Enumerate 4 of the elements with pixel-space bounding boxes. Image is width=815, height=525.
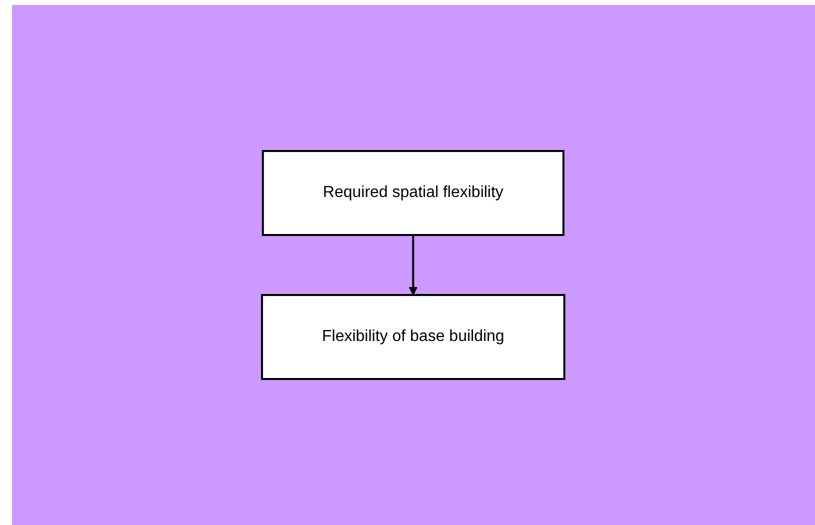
arrow bbox=[409, 235, 418, 296]
node-box bbox=[261, 294, 566, 380]
diagram-background: Required spatial flexibility Flexibility of base building bbox=[12, 5, 815, 525]
node-box bbox=[262, 150, 565, 236]
